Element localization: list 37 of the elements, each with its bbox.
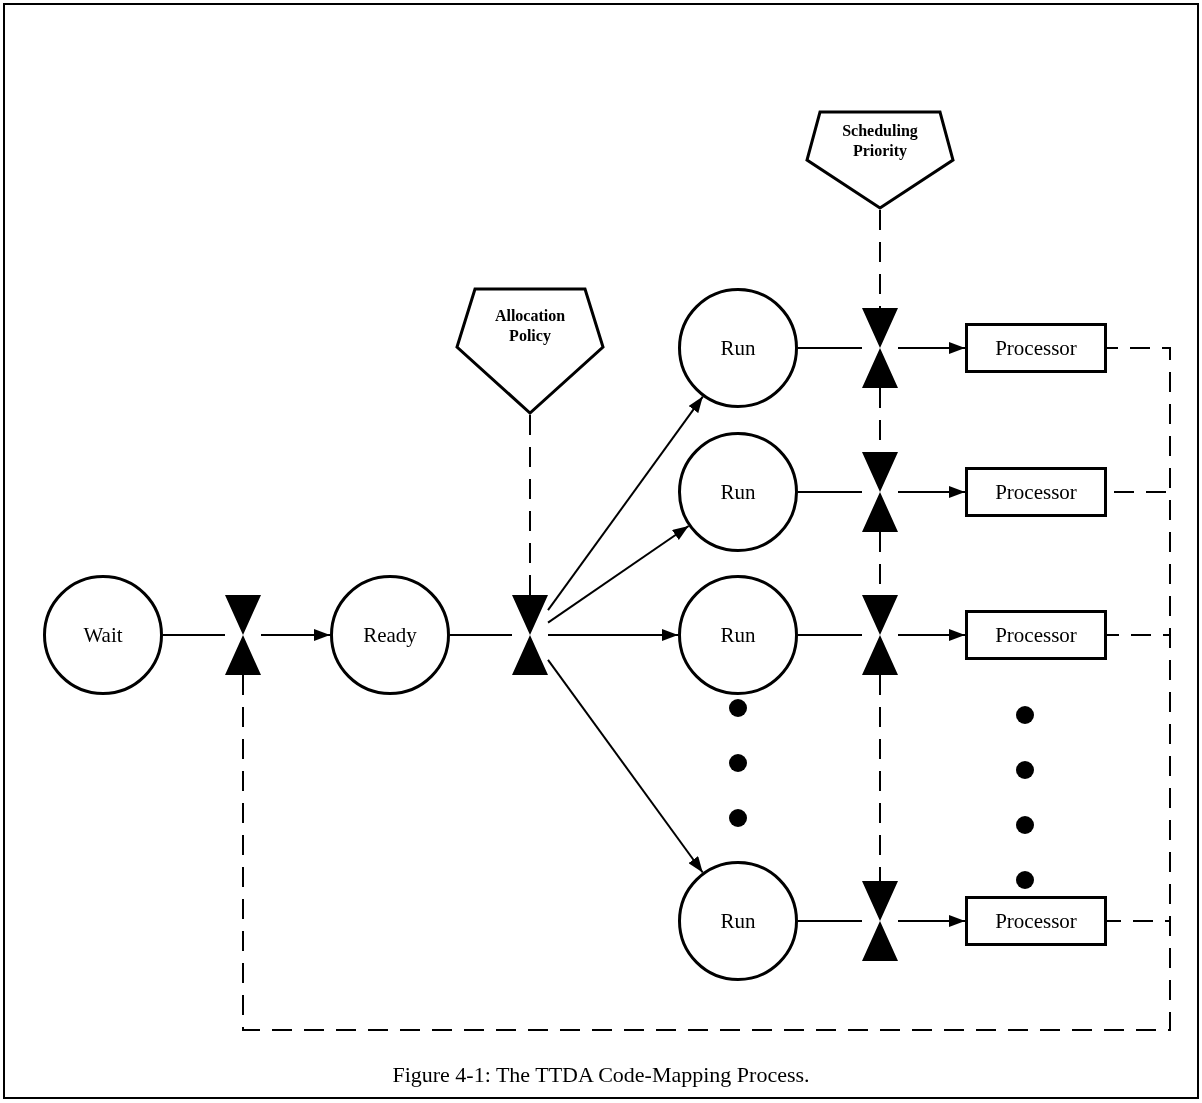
- transition-bowtie: [225, 595, 261, 675]
- policy-pentagon: Allocation Policy: [455, 287, 605, 415]
- figure-caption: Figure 4-1: The TTDA Code-Mapping Process.: [392, 1062, 810, 1088]
- processor-box: Processor: [965, 323, 1107, 373]
- place-circle: Wait: [43, 575, 163, 695]
- dashed-line: [879, 209, 881, 309]
- dashed-line: [879, 674, 881, 882]
- processor-box: Processor: [965, 610, 1107, 660]
- arrow: [897, 486, 966, 498]
- policy-pentagon: Scheduling Priority: [805, 110, 955, 210]
- connector-line: [797, 347, 863, 349]
- arrow: [547, 525, 690, 624]
- transition-bowtie: [862, 595, 898, 675]
- place-circle: Run: [678, 288, 798, 408]
- arrow: [897, 629, 966, 641]
- transition-bowtie: [862, 881, 898, 961]
- arrow: [897, 915, 966, 927]
- place-circle: Run: [678, 432, 798, 552]
- transition-bowtie: [862, 308, 898, 388]
- arrow: [547, 658, 704, 874]
- place-circle: Run: [678, 861, 798, 981]
- place-circle: Run: [678, 575, 798, 695]
- arrow: [547, 629, 679, 641]
- transition-bowtie: [862, 452, 898, 532]
- transition-bowtie: [512, 595, 548, 675]
- connector-line: [449, 634, 513, 636]
- arrow: [260, 629, 331, 641]
- arrow: [547, 395, 704, 612]
- connector-line: [162, 634, 226, 636]
- dashed-line: [529, 414, 531, 596]
- processor-box: Processor: [965, 467, 1107, 517]
- connector-line: [797, 491, 863, 493]
- place-circle: Ready: [330, 575, 450, 695]
- arrow: [897, 342, 966, 354]
- connector-line: [797, 920, 863, 922]
- connector-line: [797, 634, 863, 636]
- processor-box: Processor: [965, 896, 1107, 946]
